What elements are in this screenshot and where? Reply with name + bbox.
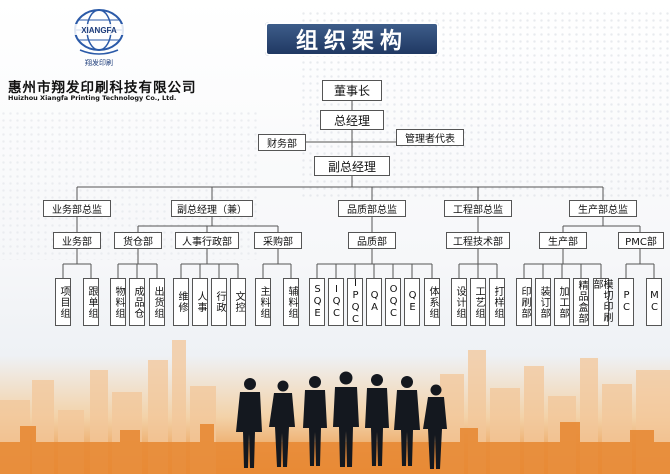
level3-box: 工程部总监 — [444, 200, 512, 217]
finance-box: 财务部 — [258, 134, 306, 151]
logo-cn-text: 翔发印刷 — [85, 59, 113, 67]
leaf-box: IPQC — [347, 278, 363, 326]
leaf-box: 精品盒部 — [573, 278, 589, 326]
chairman-box: 董事长 — [322, 80, 382, 101]
level4-box: 采购部 — [254, 232, 302, 249]
leaf-box: 维修 — [173, 278, 189, 326]
city-skyline-image — [0, 340, 670, 474]
leaf-box: 出货组 — [149, 278, 165, 326]
gm-box: 总经理 — [320, 110, 384, 130]
leaf-box: QA — [366, 278, 382, 326]
deputy-gm-box: 副总经理 — [314, 156, 390, 176]
mgmt-rep-box: 管理者代表 — [396, 129, 464, 146]
leaf-box: IQC — [328, 278, 344, 326]
leaf-box: 装订部 — [535, 278, 551, 326]
leaf-box: 跟单组 — [83, 278, 99, 326]
level4-box: 业务部 — [53, 232, 101, 249]
leaf-box: 辅料组 — [283, 278, 299, 326]
leaf-box: 工艺组 — [470, 278, 486, 326]
leaf-box: 打样组 — [489, 278, 505, 326]
leaf-box: 加工部 — [554, 278, 570, 326]
level3-box: 业务部总监 — [43, 200, 111, 217]
level4-box: 品质部 — [348, 232, 396, 249]
leaf-box: 印刷部 — [516, 278, 532, 326]
leaf-box: SQE — [309, 278, 325, 326]
leaf-box: 物料组 — [110, 278, 126, 326]
leaf-box: QE — [404, 278, 420, 326]
level3-box: 品质部总监 — [338, 200, 406, 217]
leaf-box: 人事 — [192, 278, 208, 326]
level3-box: 生产部总监 — [569, 200, 637, 217]
level4-box: 人事行政部 — [175, 232, 239, 249]
leaf-box: 主料组 — [255, 278, 271, 326]
leaf-box: 体系组 — [424, 278, 440, 326]
leaf-box: MC — [646, 278, 662, 326]
level4-box: 货仓部 — [114, 232, 162, 249]
leaf-box: OQC — [385, 278, 401, 326]
page-title: 组织架构 — [295, 29, 408, 54]
leaf-box: 行政 — [211, 278, 227, 326]
leaf-box: 项目组 — [55, 278, 71, 326]
leaf-box: 设计组 — [451, 278, 467, 326]
globe-logo-icon: XIANGFA — [73, 9, 125, 55]
level4-box: 生产部 — [539, 232, 587, 249]
level4-box: PMC部 — [618, 232, 664, 249]
leaf-box: PC — [618, 278, 634, 326]
company-name-en: Huizhou Xiangfa Printing Technology Co.,… — [8, 94, 177, 102]
company-name-cn: 惠州市翔发印刷科技有限公司 — [8, 80, 197, 96]
leaf-box: 模切印刷部 — [591, 278, 612, 326]
level4-box: 工程技术部 — [446, 232, 510, 249]
level3-box: 副总经理（兼） — [171, 200, 253, 217]
title-banner: 组织架构 — [265, 22, 439, 56]
leaf-box: 成品仓 — [129, 278, 145, 326]
logo-latin-text: XIANGFA — [81, 26, 117, 35]
leaf-box: 文控 — [230, 278, 246, 326]
